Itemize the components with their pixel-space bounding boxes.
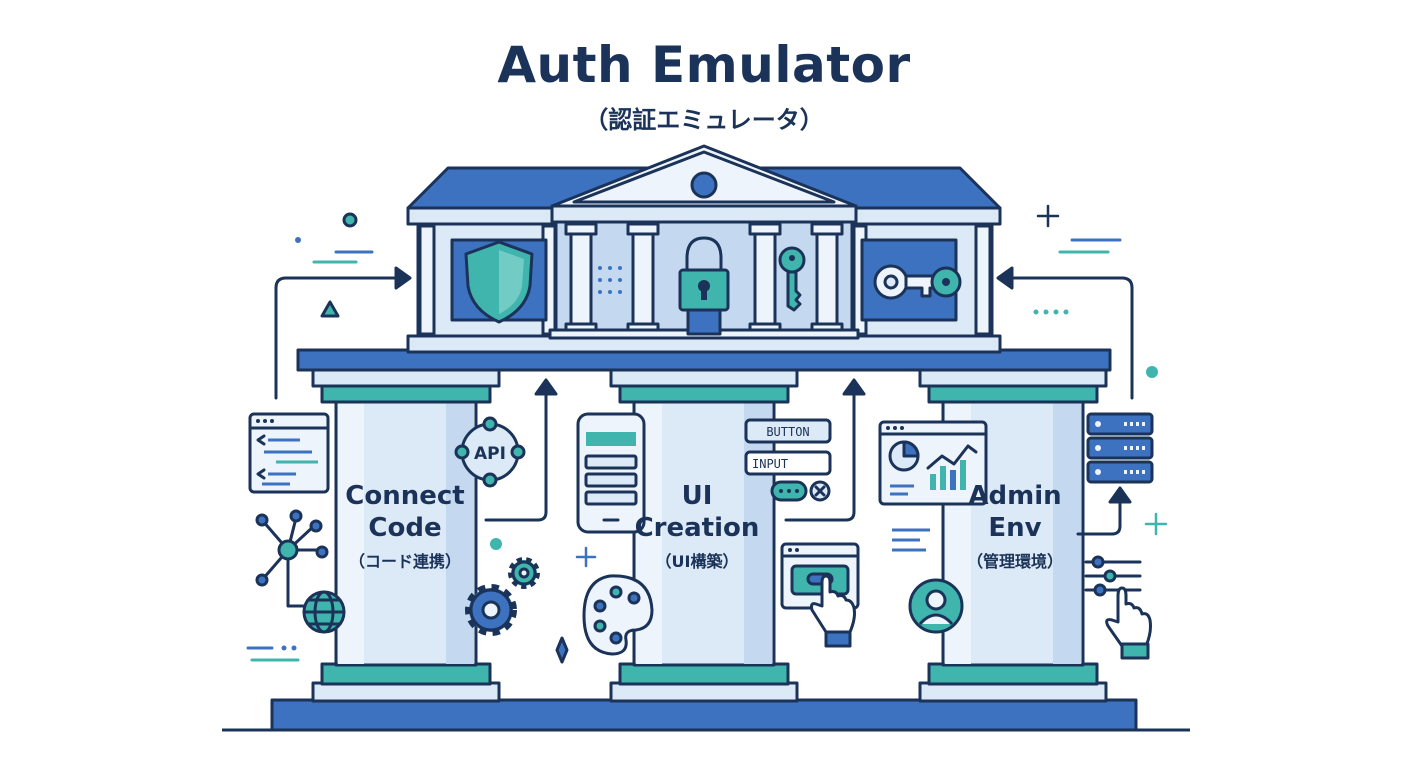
pillar-label-line2: Code xyxy=(368,513,442,543)
big-key-icon xyxy=(873,264,962,300)
dashboard-icon xyxy=(878,420,988,506)
base-slab xyxy=(270,698,1138,732)
pillar-label-line2: Creation xyxy=(634,513,760,543)
decor-left xyxy=(246,212,502,662)
input-widget: INPUT xyxy=(744,450,832,476)
pillar-label-line1: Connect xyxy=(345,481,465,511)
padlock-icon xyxy=(678,236,730,336)
pillar-label-connect-code: Connect Code （コード連携） xyxy=(325,480,485,574)
text-lines xyxy=(892,528,930,552)
sliders-icon xyxy=(1084,555,1152,660)
pillar-connect-code xyxy=(311,366,501,703)
globe-icon xyxy=(302,590,346,634)
code-window-icon xyxy=(248,412,330,494)
pillar-label-jp: （UI構築） xyxy=(655,552,739,571)
pillar-label-ui-creation: UI Creation （UI構築） xyxy=(617,480,777,574)
network-icon xyxy=(255,509,329,608)
connector-left xyxy=(274,266,412,400)
pillar-label-jp: （コード連携） xyxy=(348,552,461,571)
key-icon xyxy=(778,246,806,312)
mobile-app-icon xyxy=(576,412,646,534)
diagram-subtitle: （認証エミュレータ） xyxy=(584,106,824,134)
server-icon xyxy=(1086,412,1154,484)
pillar-label-line2: Env xyxy=(988,513,1042,543)
input-widget-label: INPUT xyxy=(752,457,788,471)
pillar-label-jp: （管理環境） xyxy=(966,552,1063,571)
toggle-chip xyxy=(770,480,831,502)
dot-grid xyxy=(598,266,622,294)
connector-1 xyxy=(484,378,558,522)
user-icon xyxy=(908,578,964,634)
button-widget: BUTTON xyxy=(744,418,832,444)
api-icon: API xyxy=(454,416,526,488)
button-widget-label: BUTTON xyxy=(766,425,809,439)
connector-3 xyxy=(1076,486,1132,536)
shield-icon xyxy=(464,240,534,324)
pillar-label-line1: Admin xyxy=(968,481,1062,511)
pointer-icon xyxy=(780,542,860,648)
decor-right xyxy=(1033,204,1168,536)
api-label: API xyxy=(474,444,506,464)
gear-icon xyxy=(465,557,540,636)
connector-right xyxy=(996,266,1134,400)
connector-2 xyxy=(784,378,866,522)
decor-middle xyxy=(555,546,597,664)
palette-icon xyxy=(582,574,654,656)
diagram-title: Auth Emulator xyxy=(497,36,911,94)
pillar-label-line1: UI xyxy=(681,481,713,511)
pillar-label-admin-env: Admin Env （管理環境） xyxy=(935,480,1095,574)
